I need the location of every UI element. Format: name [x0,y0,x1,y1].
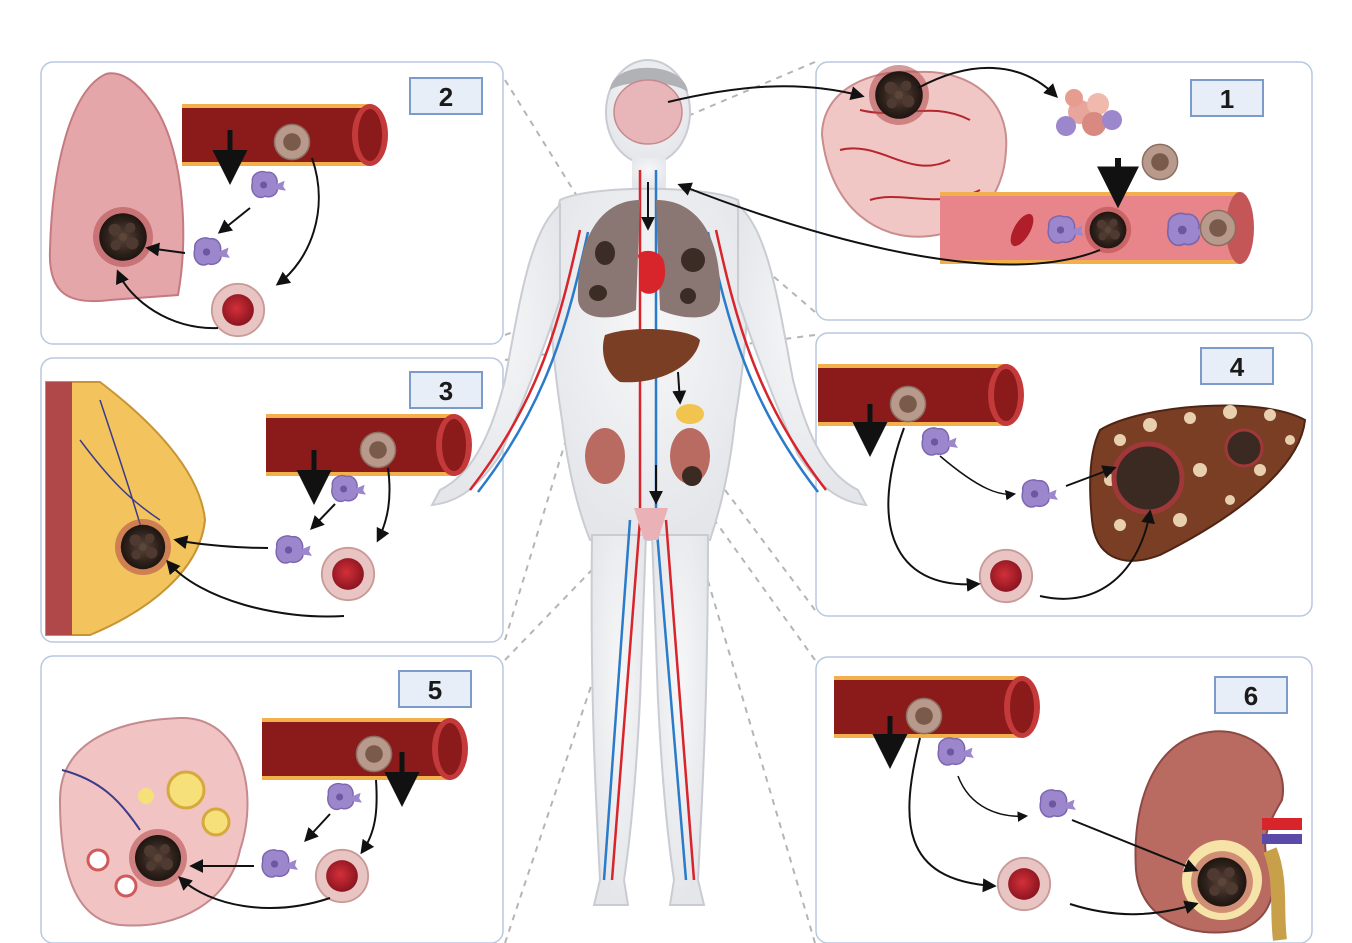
rbc-cell [316,850,368,902]
kidney-tumor [1191,851,1253,913]
rbc-cell [212,284,264,336]
svg-text:5: 5 [428,675,442,705]
panel-label-2: 2 [410,78,482,114]
svg-text:6: 6 [1244,681,1258,711]
svg-text:1: 1 [1220,84,1234,114]
svg-text:4: 4 [1230,352,1245,382]
panel-label-5: 5 [399,671,471,707]
lung-tumor [93,207,153,267]
liver-tumor [1114,444,1182,512]
panel-label-4: 4 [1201,348,1273,384]
svg-text:2: 2 [439,82,453,112]
rbc-cell [998,858,1050,910]
svg-text:3: 3 [439,376,453,406]
panel-label-1: 1 [1191,80,1263,116]
panel-label-3: 3 [410,372,482,408]
rbc-cell [322,548,374,600]
breast-tumor [115,519,171,575]
ovary-tumor [129,829,187,887]
brain-tumor [869,65,929,125]
rbc-cell [980,550,1032,602]
panel-label-6: 6 [1215,677,1287,713]
